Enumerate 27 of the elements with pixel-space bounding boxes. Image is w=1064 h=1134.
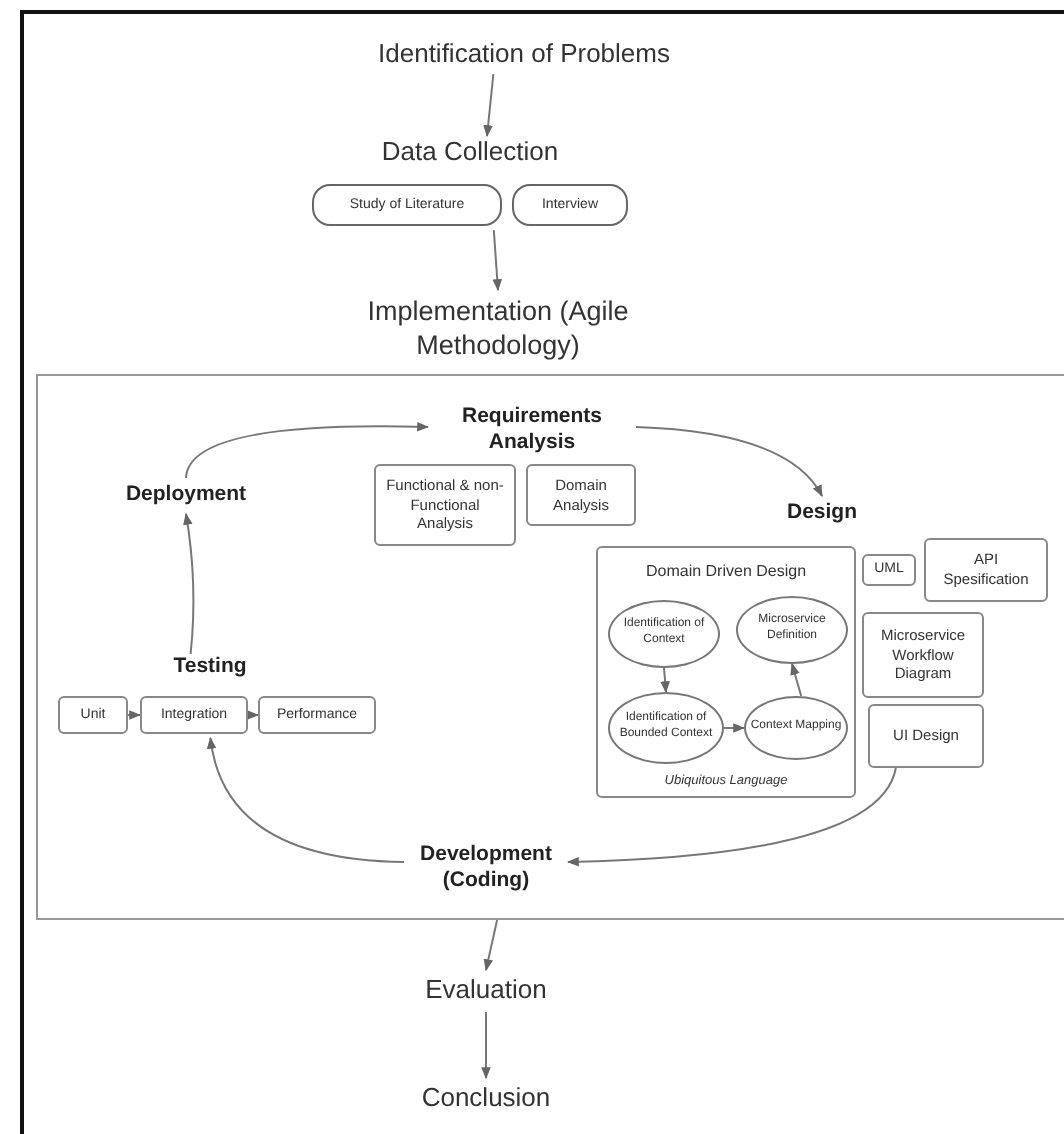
arrow [660, 667, 670, 694]
phase-title: Requirements Analysis [428, 400, 636, 460]
phase-title: Development (Coding) [404, 838, 568, 898]
phase-title: Deployment [106, 478, 266, 514]
arrow [483, 73, 495, 138]
arrow [492, 229, 503, 292]
stage-title: Evaluation [400, 970, 572, 1012]
stage-title: Identification of Problems [354, 34, 694, 74]
arrow [790, 662, 803, 697]
phase-title: Testing [173, 654, 247, 682]
arrow [185, 422, 430, 479]
box-heading: Domain Driven Design [645, 562, 807, 583]
stage-title: Data Collection [381, 136, 559, 166]
arrow [127, 710, 142, 720]
arrow [247, 710, 260, 720]
arrow [723, 723, 746, 733]
arrow [481, 1011, 491, 1080]
arrow [207, 736, 405, 863]
arrow [182, 512, 195, 655]
stage-title: Implementation (Agile Methodology) [358, 290, 638, 370]
arrow [635, 426, 823, 498]
arrow [483, 919, 499, 972]
stage-title: Conclusion [400, 1078, 572, 1120]
arrow [566, 767, 897, 867]
domain-driven-design-box [596, 546, 856, 798]
agile-cycle-box [36, 374, 1064, 920]
phase-title: Design [778, 496, 866, 530]
